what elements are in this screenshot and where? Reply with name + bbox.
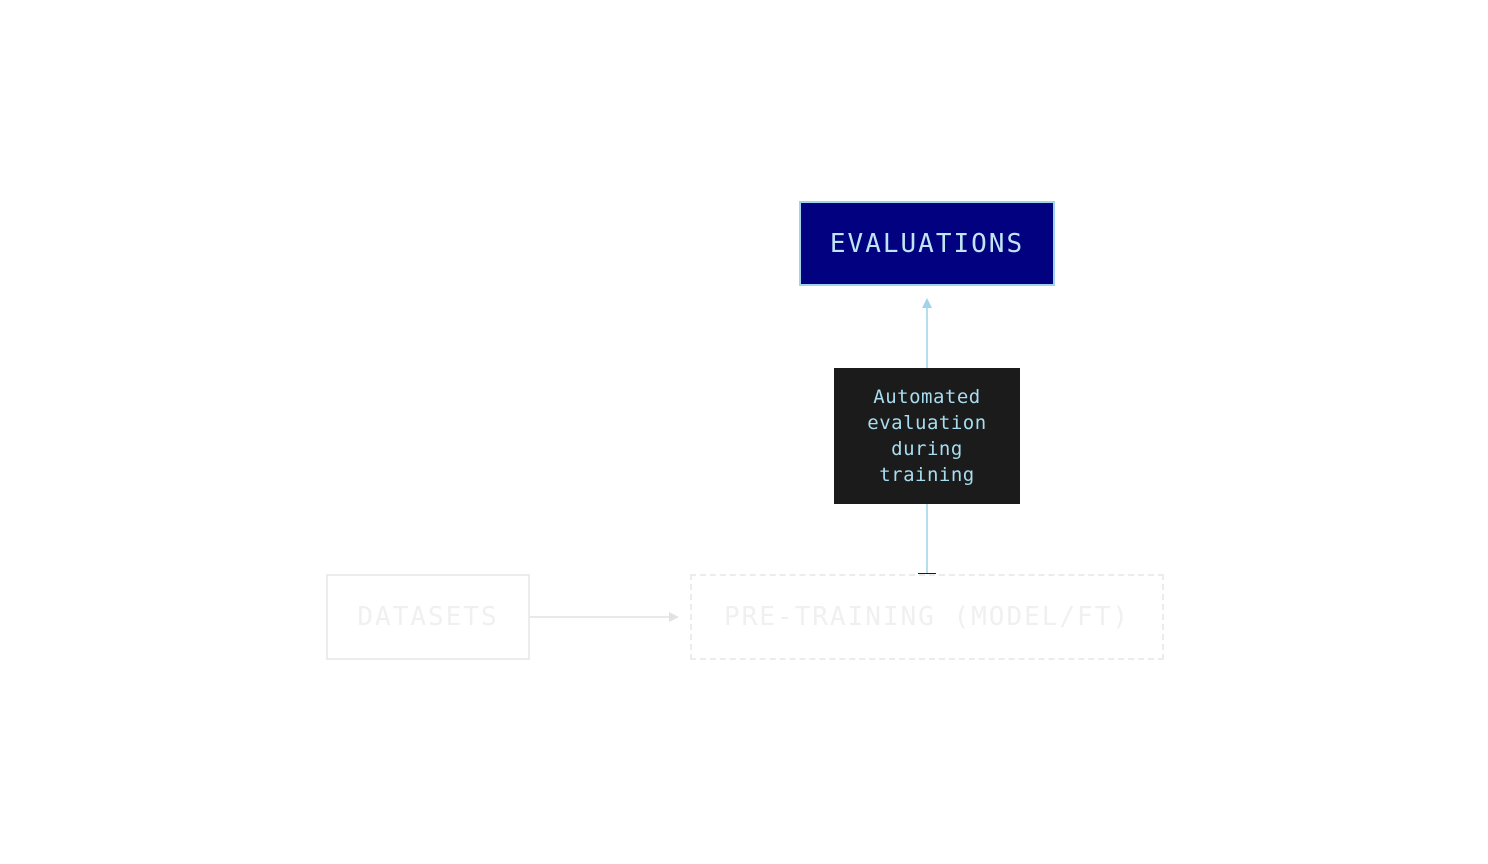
node-pretraining[interactable]: PRE-TRAINING (MODEL/FT): [690, 574, 1164, 660]
node-evaluations-label: EVALUATIONS: [829, 228, 1025, 259]
edge-label-automated-evaluation: Automated evaluation during training: [834, 368, 1020, 504]
node-datasets-label: DATASETS: [357, 602, 499, 632]
node-datasets[interactable]: DATASETS: [326, 574, 530, 660]
arrowhead-up-icon: [922, 298, 932, 308]
node-pretraining-label: PRE-TRAINING (MODEL/FT): [723, 602, 1131, 632]
arrowhead-right-icon: [669, 612, 679, 622]
edge-label-text: Automated evaluation during training: [867, 386, 987, 486]
node-evaluations[interactable]: EVALUATIONS: [799, 201, 1055, 286]
